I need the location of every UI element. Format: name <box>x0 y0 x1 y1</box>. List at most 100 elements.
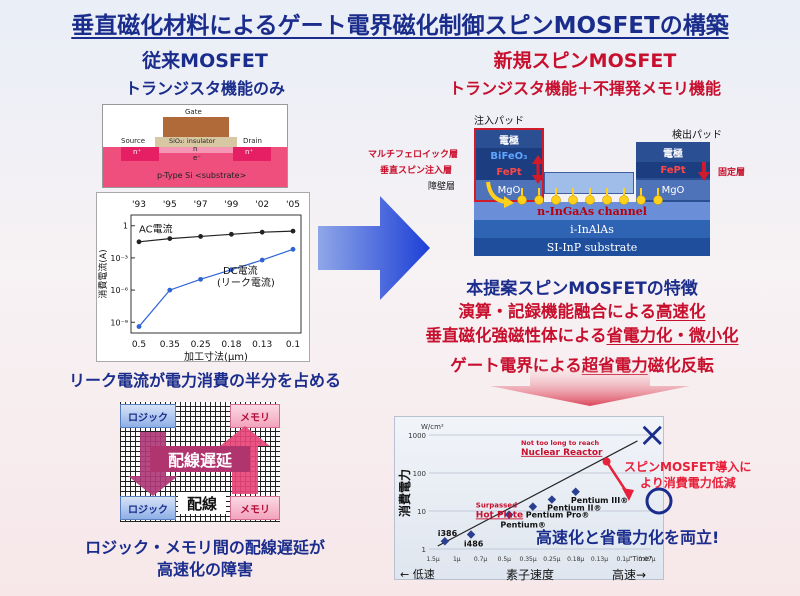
label-pentium: Pentium® <box>500 521 546 530</box>
reactor-note: Not too long to reach <box>521 439 600 447</box>
top-tick-label: '05 <box>286 200 300 210</box>
x-tick-label: 0.18 <box>221 340 241 350</box>
fixed-arrow-icon <box>698 162 710 181</box>
bottom-caption-1: ロジック・メモリ間の配線遅延が <box>85 538 325 557</box>
circle-mark-icon <box>645 487 673 515</box>
y-tick-label: 1 <box>422 546 426 554</box>
x-tick-label: 0.35μ <box>520 556 537 563</box>
channel-layer: n-InGaAs channel <box>474 202 710 220</box>
inject-electrode: 電極 <box>476 130 542 148</box>
bottom-caption-2: 高速化の障害 <box>156 560 253 579</box>
label-pentium-3: Pentium III® <box>571 496 628 505</box>
n-plus-right: n⁺ <box>245 148 254 156</box>
x-tick-label: 0.13μ <box>591 556 608 563</box>
down-arrow-icon <box>490 370 690 406</box>
top-tick-label: '93 <box>132 200 146 210</box>
series-line <box>138 248 294 327</box>
right-heading: 新規スピンMOSFET <box>493 50 677 72</box>
right-subheading: トランジスタ機能＋不揮発メモリ機能 <box>448 79 721 98</box>
feature-1-emph: 高速化 <box>656 302 706 321</box>
x-tick-label: 0.1 <box>286 340 300 350</box>
data-point <box>198 234 203 239</box>
spin-dot <box>636 195 646 205</box>
data-point <box>136 324 142 329</box>
data-point <box>198 276 203 282</box>
feature-1: 演算・記録機能融合による高速化 <box>372 298 792 322</box>
source-n-region <box>121 147 159 161</box>
y-tick-label: 1000 <box>408 432 426 440</box>
both-achieved-text: 高速化と省電力化を両立! <box>536 528 720 547</box>
y-axis-label: 消費電力 <box>397 469 412 517</box>
x-axis-label: 加工寸法(μm) <box>184 350 248 363</box>
feature-3-post: 磁化反転 <box>647 356 714 375</box>
source-label: Source <box>121 137 146 145</box>
insulator-layer <box>155 137 237 147</box>
n-plus-left: n⁺ <box>133 148 142 156</box>
data-point <box>259 229 265 235</box>
big-arrow-icon <box>318 196 430 300</box>
substrate-label: p-Type Si <substrate> <box>157 171 247 180</box>
detect-pad: 電極 FePt MgO <box>636 142 710 202</box>
n-center: n <box>193 145 198 153</box>
vertical-inject-label: 垂直スピン注入層 <box>380 166 453 176</box>
fixed-layer-label: 固定層 <box>718 168 746 178</box>
wiring-diagram: ロジック メモリ ロジック メモリ 配線遅延 配線 <box>120 402 280 522</box>
spin-note-1: スピンMOSFET導入に <box>624 460 752 474</box>
series-label-ac: AC電流 <box>139 222 173 235</box>
x-tick-label: 0.07μ <box>638 556 655 563</box>
top-tick-label: '95 <box>163 200 177 210</box>
spin-dot <box>568 195 578 205</box>
feature-2-text: 垂直磁化強磁性体による <box>425 326 607 345</box>
y-axis-label: 消費電流(A) <box>97 249 109 298</box>
data-point <box>290 228 296 234</box>
y-tick-label: 100 <box>413 470 426 478</box>
spin-note-2: より消費電力低減 <box>640 476 736 490</box>
hotplate-note: Surpassed <box>476 501 517 509</box>
data-point <box>528 502 538 511</box>
slow-label: ← 低速 <box>400 568 435 581</box>
data-point <box>229 231 234 237</box>
mgo-detect-layer: MgO <box>636 180 710 200</box>
spin-dot <box>602 195 612 205</box>
label-i486: i486 <box>464 540 484 549</box>
data-point <box>290 246 296 252</box>
data-point <box>440 537 450 546</box>
top-tick-label: '97 <box>194 200 208 210</box>
x-tick-label: 1.5μ <box>426 556 440 563</box>
y-tick-label: 10⁻⁹ <box>110 318 128 327</box>
leak-current-caption: リーク電流が電力消費の半分を占める <box>68 371 341 390</box>
feature-2: 垂直磁化強磁性体による省電力化・微小化 <box>372 322 792 346</box>
mosfet-cross-section: Gate SiO₂: insulator Source Drain n⁺ n n… <box>102 104 288 188</box>
unit-label: W/cm² <box>421 423 444 431</box>
logic-box-bottom: ロジック <box>120 496 176 520</box>
data-point <box>167 287 173 293</box>
x-tick-label: 0.13 <box>252 340 272 350</box>
drain-label: Drain <box>243 137 262 145</box>
gate-electrode <box>163 117 229 137</box>
wiring-delay-label: 配線遅延 <box>150 446 250 472</box>
top-tick-label: '02 <box>255 200 269 210</box>
feature-2-emph: 省電力化・微小化 <box>606 326 739 345</box>
fept-detect-layer: FePt <box>636 162 710 178</box>
y-tick-label: 10 <box>417 508 426 516</box>
time-label: "Time" <box>629 555 653 563</box>
left-subheading: トランジスタ機能のみ <box>124 79 285 98</box>
data-point <box>136 239 142 245</box>
series-label-dc-2: (リーク電流) <box>217 276 275 289</box>
hotplate-label: Hot Plate <box>476 510 523 520</box>
x-tick-label: 0.7μ <box>474 556 488 563</box>
y-tick-label: 1 <box>123 222 128 231</box>
x-tick-label: 0.18μ <box>567 556 584 563</box>
drain-n-region <box>233 147 271 161</box>
x-tick-label: 0.35 <box>160 340 180 350</box>
fept-inject-layer: FePt <box>476 164 542 180</box>
x-tick-label: 0.5 <box>132 340 146 350</box>
gate-label: Gate <box>185 108 202 116</box>
magnetization-arrow-icon <box>532 155 544 184</box>
inject-pad-label: 注入パッド <box>474 116 524 127</box>
inalas-layer: i-InAlAs <box>474 220 710 238</box>
x-tick-label: 0.25μ <box>543 556 560 563</box>
